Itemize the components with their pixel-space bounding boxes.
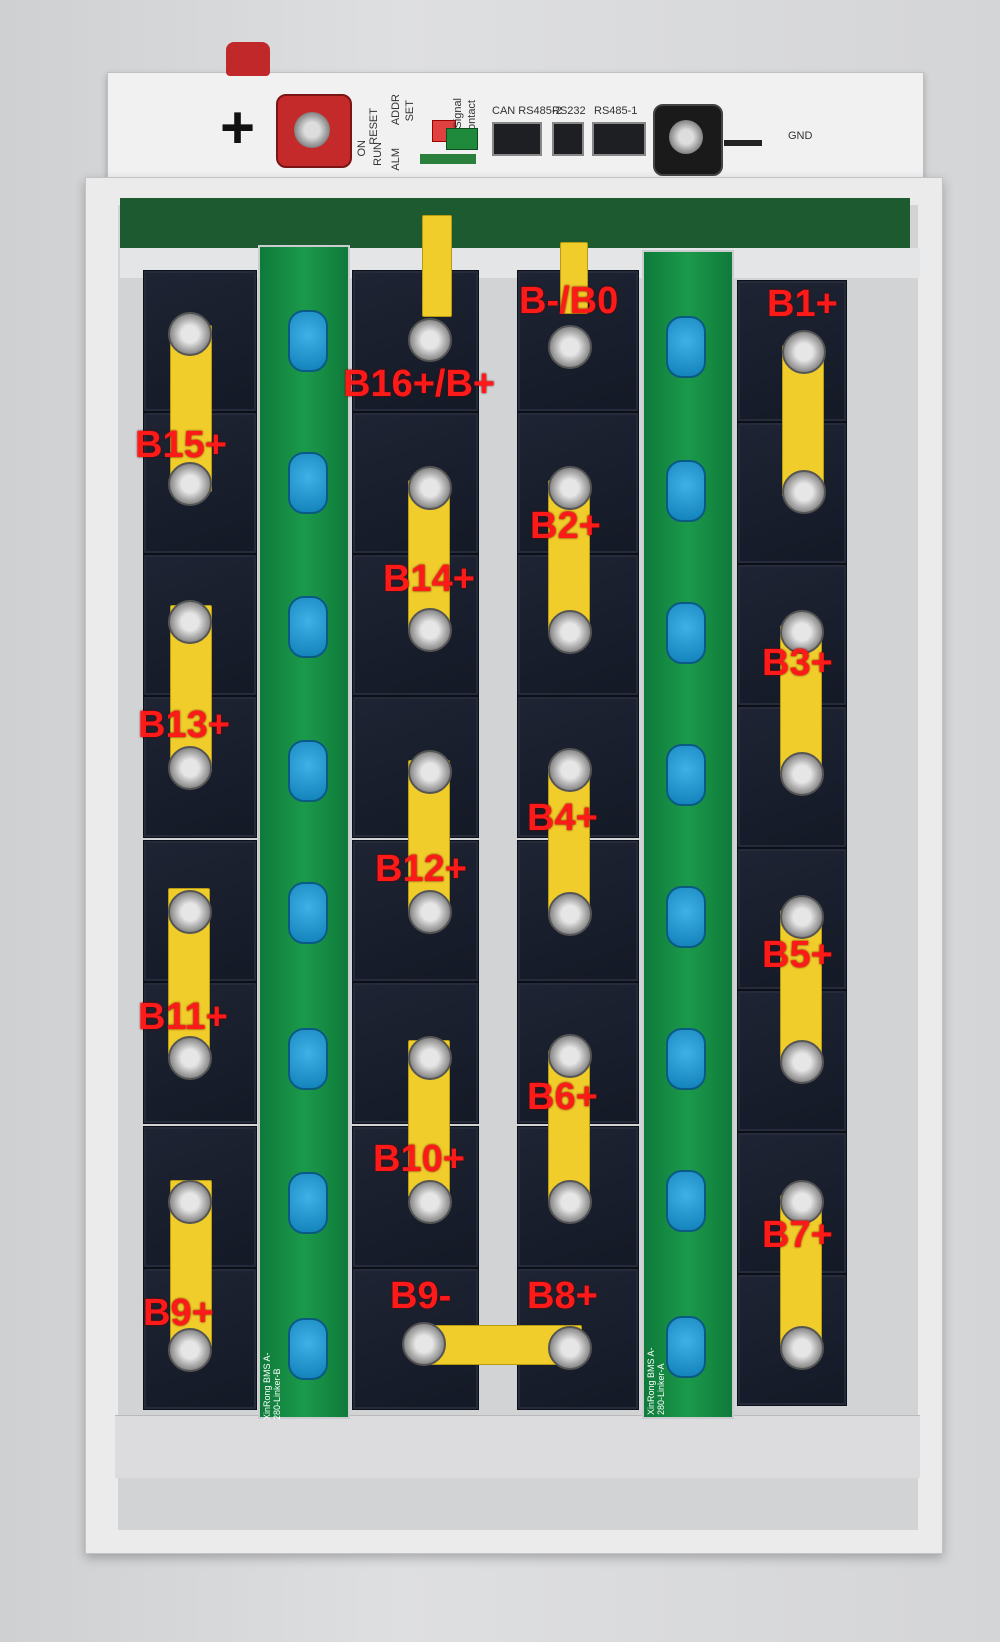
breaker-knob[interactable] xyxy=(226,42,270,76)
terminal xyxy=(782,330,826,374)
minus-sign xyxy=(724,140,762,146)
label-b11: B11+ xyxy=(138,996,228,1038)
label-b6: B6+ xyxy=(527,1076,598,1118)
signal-label: Signal xyxy=(452,98,464,129)
label-b3: B3+ xyxy=(762,642,833,684)
terminal xyxy=(548,1326,592,1370)
terminal xyxy=(780,1326,824,1370)
board-right-pad-2 xyxy=(666,460,706,522)
addr-label: ADDR xyxy=(390,94,402,126)
board-right-pad-1 xyxy=(666,316,706,378)
terminal xyxy=(780,1040,824,1084)
terminal xyxy=(548,748,592,792)
terminal xyxy=(780,1180,824,1224)
board-left-text: XinRong BMS A-280-Linker-B xyxy=(262,1352,280,1420)
terminal xyxy=(168,600,212,644)
reset-label: RESET xyxy=(368,108,380,145)
label-b8: B8+ xyxy=(527,1275,598,1317)
cable-positive xyxy=(422,215,452,317)
label-b4: B4+ xyxy=(527,797,598,839)
board-left-pad-3 xyxy=(288,596,328,658)
bms-board-left xyxy=(258,245,350,1419)
terminal xyxy=(780,610,824,654)
rs232-label: RS232 xyxy=(552,105,586,117)
terminal xyxy=(168,1180,212,1224)
internal-wiring-area xyxy=(120,198,910,248)
terminal xyxy=(168,746,212,790)
rs232-port[interactable] xyxy=(552,122,584,156)
terminal xyxy=(168,312,212,356)
label-b13: B13+ xyxy=(138,704,230,746)
label-b12: B12+ xyxy=(375,848,467,890)
board-left-pad-2 xyxy=(288,452,328,514)
board-right-pad-7 xyxy=(666,1170,706,1232)
on-label: ON xyxy=(356,140,368,157)
set-label: SET xyxy=(404,100,416,122)
label-b2: B2+ xyxy=(530,505,601,547)
plus-sign: + xyxy=(220,94,256,161)
board-left-pad-1 xyxy=(288,310,328,372)
label-b0: B-/B0 xyxy=(519,280,619,322)
terminal xyxy=(168,1328,212,1372)
can-rs485-2-label: CAN RS485-2 xyxy=(492,105,562,117)
positive-terminal-bolt xyxy=(294,112,330,148)
terminal xyxy=(408,750,452,794)
terminal xyxy=(168,890,212,934)
board-left-pad-4 xyxy=(288,740,328,802)
rs485-1-port[interactable] xyxy=(592,122,646,156)
board-left-pad-6 xyxy=(288,1028,328,1090)
label-b9: B9+ xyxy=(143,1292,214,1334)
label-b5: B5+ xyxy=(762,934,833,976)
terminal xyxy=(548,1034,592,1078)
negative-terminal-bolt xyxy=(669,120,703,154)
terminal xyxy=(408,1180,452,1224)
terminal xyxy=(780,895,824,939)
bottom-tray xyxy=(115,1415,920,1478)
label-b16: B16+/B+ xyxy=(343,363,496,405)
terminal xyxy=(548,892,592,936)
board-right-pad-8 xyxy=(666,1316,706,1378)
terminal xyxy=(548,610,592,654)
label-b10: B10+ xyxy=(373,1138,465,1180)
label-b14: B14+ xyxy=(383,558,475,600)
cable-negative xyxy=(560,242,588,314)
led-strip xyxy=(420,154,476,164)
board-left-pad-7 xyxy=(288,1172,328,1234)
terminal xyxy=(780,752,824,796)
label-b1: B1+ xyxy=(767,283,838,325)
terminal xyxy=(408,318,452,362)
board-right-pad-4 xyxy=(666,744,706,806)
label-b7: B7+ xyxy=(762,1214,833,1256)
board-right-text: XinRong BMS A-280-Linker-A xyxy=(646,1347,664,1415)
terminal xyxy=(408,1036,452,1080)
terminal xyxy=(408,608,452,652)
board-right-pad-3 xyxy=(666,602,706,664)
terminal xyxy=(782,470,826,514)
terminal xyxy=(168,462,212,506)
terminal xyxy=(402,1322,446,1366)
board-right-pad-5 xyxy=(666,886,706,948)
gnd-label: GND xyxy=(788,130,813,142)
terminal xyxy=(548,1180,592,1224)
terminal xyxy=(548,466,592,510)
label-b9-minus: B9- xyxy=(390,1275,452,1317)
bms-board-right xyxy=(642,250,734,1419)
terminal xyxy=(408,466,452,510)
run-label: RUN xyxy=(372,142,384,166)
terminal xyxy=(168,1036,212,1080)
terminal xyxy=(548,325,592,369)
can-rs485-2-port[interactable] xyxy=(492,122,542,156)
label-b15: B15+ xyxy=(135,424,227,466)
alm-label: ALM xyxy=(390,148,402,171)
terminal xyxy=(408,890,452,934)
board-left-pad-5 xyxy=(288,882,328,944)
rs485-1-label: RS485-1 xyxy=(594,105,638,117)
board-right-pad-6 xyxy=(666,1028,706,1090)
board-left-pad-8 xyxy=(288,1318,328,1380)
contact-connector[interactable] xyxy=(446,128,478,150)
